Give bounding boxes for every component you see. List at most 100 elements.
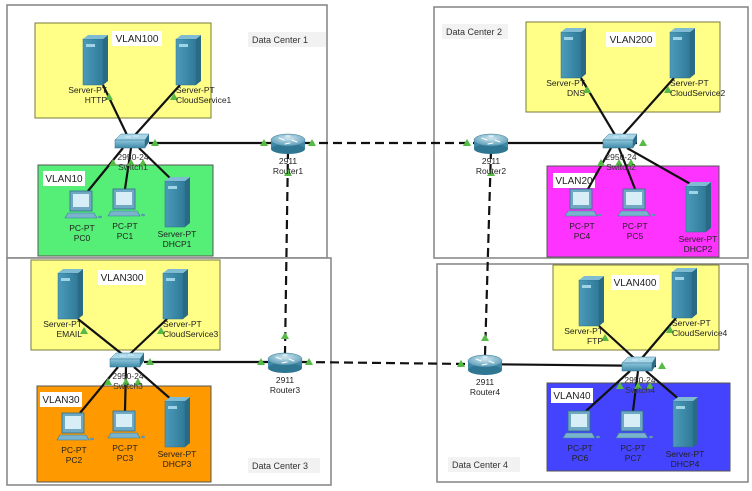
server-switch-link[interactable]	[129, 318, 168, 355]
router-base	[268, 363, 302, 373]
port-status-up-icon	[257, 358, 265, 365]
server-switch-link[interactable]	[102, 84, 128, 136]
host-switch-link[interactable]	[585, 370, 631, 412]
server-switch-link[interactable]	[598, 325, 635, 359]
router-top	[270, 133, 306, 147]
pc-device[interactable]	[107, 188, 145, 217]
server-vlan-label: VLAN200	[610, 35, 653, 46]
device-model-label: PC-PT	[569, 221, 595, 231]
pc-keyboard	[107, 432, 141, 439]
server-drive	[564, 37, 573, 40]
router-name-label: Router3	[270, 385, 301, 395]
server-side	[692, 268, 697, 318]
server-switch-link[interactable]	[622, 77, 675, 136]
device-name-label: PC3	[117, 453, 134, 463]
host-switch-link[interactable]	[123, 147, 133, 190]
pc-keyboard	[615, 432, 649, 439]
host-switch-link[interactable]	[587, 147, 612, 190]
server-side	[185, 177, 190, 227]
port-status-up-icon	[122, 378, 130, 385]
server-device[interactable]	[671, 268, 697, 319]
server-device[interactable]	[685, 182, 711, 233]
pc-device[interactable]	[107, 410, 145, 439]
host-switch-link[interactable]	[123, 366, 128, 412]
server-device[interactable]	[162, 269, 188, 320]
device-name-label: PC6	[572, 453, 589, 463]
host-switch-link[interactable]	[87, 147, 124, 192]
switch-device[interactable]	[114, 133, 150, 149]
switch-model-label: 2950-24	[117, 152, 148, 162]
router-arrows	[475, 356, 495, 366]
device-model-label: PC-PT	[567, 443, 593, 453]
server-device[interactable]	[669, 28, 695, 79]
port-status-up-icon	[583, 86, 591, 93]
data-center-label-bg	[448, 457, 520, 472]
router-name-label: Router1	[273, 166, 304, 176]
pc-keyboard	[562, 432, 596, 439]
port-status-up-icon	[260, 139, 268, 146]
port-status-up-icon	[104, 378, 112, 385]
server-device[interactable]	[560, 28, 586, 79]
device-model-label: PC-PT	[622, 221, 648, 231]
server-device[interactable]	[164, 177, 190, 228]
host-switch-link[interactable]	[626, 147, 695, 187]
server-side	[581, 28, 586, 78]
host-switch-link[interactable]	[617, 147, 637, 190]
server-device[interactable]	[57, 269, 83, 320]
switch-device[interactable]	[621, 356, 657, 372]
pc-device[interactable]	[617, 188, 655, 217]
router-device[interactable]	[270, 133, 306, 154]
switch-top	[109, 352, 145, 360]
pc-device[interactable]	[615, 410, 653, 439]
server-switch-link[interactable]	[641, 317, 677, 359]
device-name-label: PC0	[74, 233, 91, 243]
server-top	[579, 276, 604, 280]
device-name-label: PC4	[574, 231, 591, 241]
device-name-label: PC7	[625, 453, 642, 463]
pc-device[interactable]	[564, 188, 602, 217]
host-switch-link[interactable]	[645, 370, 682, 402]
server-drive	[675, 277, 684, 280]
data-center-label: Data Center 3	[252, 461, 308, 471]
host-switch-link[interactable]	[79, 366, 119, 414]
switch-device[interactable]	[602, 133, 638, 149]
server-device[interactable]	[578, 276, 604, 327]
switch-model-label: 2950-24	[112, 371, 143, 381]
device-name-label: DHCP2	[684, 244, 713, 254]
pc-device[interactable]	[562, 410, 600, 439]
router-device[interactable]	[467, 354, 503, 375]
wan-link[interactable]	[283, 149, 290, 354]
host-switch-link[interactable]	[631, 370, 640, 412]
switch-name-label: Switch3	[113, 381, 143, 391]
server-vlan-label: VLAN100	[116, 34, 159, 45]
port-status-up-icon	[127, 159, 135, 166]
server-vlan-label: VLAN300	[101, 273, 144, 284]
server-device[interactable]	[164, 397, 190, 448]
pc-device[interactable]	[64, 190, 102, 219]
server-switch-link[interactable]	[134, 84, 181, 136]
wan-link[interactable]	[483, 149, 493, 356]
server-device[interactable]	[672, 397, 698, 448]
host-switch-link[interactable]	[133, 366, 174, 402]
device-name-label: PC5	[627, 231, 644, 241]
server-switch-link[interactable]	[77, 318, 123, 355]
server-device[interactable]	[175, 35, 201, 86]
host-switch-link[interactable]	[138, 147, 174, 182]
device-model-label: Server-PT	[679, 234, 718, 244]
device-model-label: Server-PT	[564, 326, 603, 336]
device-name-label: CloudService2	[670, 88, 726, 98]
router-device[interactable]	[473, 133, 509, 154]
port-status-up-icon	[666, 326, 674, 333]
port-status-up-icon	[305, 358, 313, 365]
server-side	[599, 276, 604, 326]
pc-device[interactable]	[56, 412, 94, 441]
port-status-up-icon	[109, 159, 117, 166]
switch-model-label: 2950-24	[624, 375, 655, 385]
switch-device[interactable]	[109, 352, 145, 368]
server-drive	[86, 44, 95, 47]
pc-mouse	[141, 435, 145, 439]
router-device[interactable]	[267, 352, 303, 373]
server-device[interactable]	[82, 35, 108, 86]
server-top	[670, 28, 695, 32]
